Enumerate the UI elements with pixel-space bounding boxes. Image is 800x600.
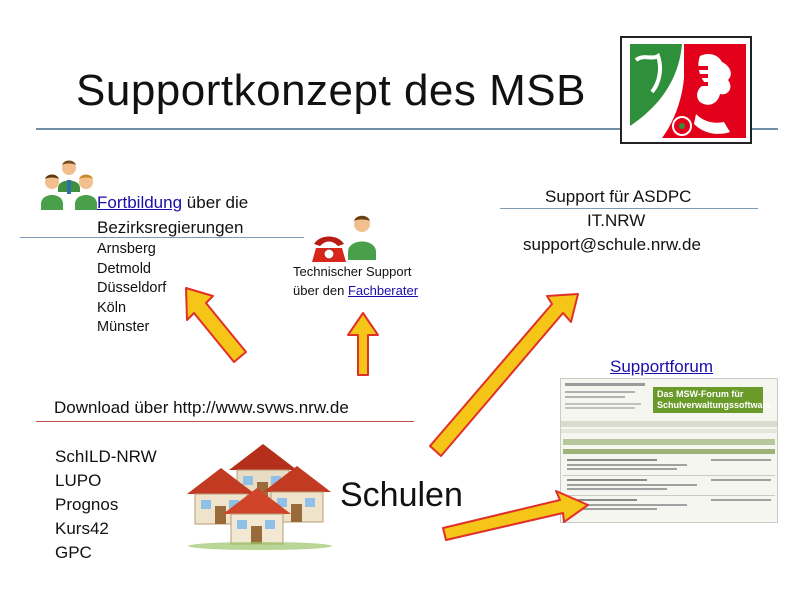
fortbildung-line1: Fortbildung über die	[97, 193, 248, 213]
arrow-to-fortbildung	[185, 287, 247, 363]
tech-support-line1: Technischer Support	[293, 264, 412, 279]
software-item: Prognos	[55, 495, 119, 514]
asdpc-divider	[500, 208, 758, 209]
houses-icon	[185, 438, 335, 550]
software-item: GPC	[55, 543, 92, 562]
fachberater-link[interactable]: Fachberater	[347, 283, 419, 298]
software-list: SchILD-NRW LUPO Prognos Kurs42 GPC	[55, 445, 157, 565]
forum-banner-line1: Das MSW-Forum für	[657, 389, 744, 399]
software-item: LUPO	[55, 471, 102, 490]
supportforum-heading: Supportforum	[610, 357, 713, 377]
schulen-label: Schulen	[340, 476, 463, 514]
supportforum-link[interactable]: Supportforum	[610, 357, 713, 376]
software-item: SchILD-NRW	[55, 447, 157, 466]
phone-support-icon	[312, 214, 380, 266]
arrow-to-supportforum	[442, 490, 589, 541]
region-item: Arnsberg	[97, 241, 156, 257]
nrw-logo	[620, 36, 752, 144]
region-item: Detmold	[97, 260, 151, 277]
fortbildung-link[interactable]: Fortbildung	[97, 193, 183, 212]
fortbildung-line1-rest: über die	[182, 193, 249, 212]
forum-banner: Das MSW-Forum für Schulverwaltungssoftwa…	[653, 387, 772, 413]
asdpc-org: IT.NRW	[587, 211, 646, 230]
fortbildung-line2: Bezirksregierungen	[97, 218, 244, 237]
asdpc-email: support@schule.nrw.de	[523, 235, 701, 254]
region-item: Münster	[97, 319, 150, 335]
slide-title: Supportkonzept des MSB	[76, 66, 586, 115]
tech-support-prefix: über den	[293, 283, 348, 298]
download-text: Download über http://www.svws.nrw.de	[54, 398, 349, 417]
people-group-icon	[40, 158, 98, 216]
asdpc-heading: Support für ASDPC	[545, 187, 692, 206]
arrow-to-asdpc	[429, 293, 579, 457]
download-divider	[36, 421, 414, 422]
forum-banner-line2: Schulverwaltungssoftware	[657, 400, 772, 410]
region-item: Düsseldorf	[97, 280, 167, 296]
software-item: Kurs42	[55, 519, 109, 538]
region-list: Arnsberg Detmold Düsseldorf Köln Münster	[97, 240, 166, 338]
fortbildung-divider	[20, 237, 304, 238]
nrw-coat-of-arms-icon	[622, 38, 750, 142]
forum-screenshot: Das MSW-Forum für Schulverwaltungssoftwa…	[560, 378, 778, 523]
title-divider	[36, 128, 778, 130]
tech-support-line2: über den Fachberater	[293, 283, 418, 298]
region-item: Köln	[97, 299, 127, 316]
arrow-to-fachberater	[347, 312, 379, 376]
